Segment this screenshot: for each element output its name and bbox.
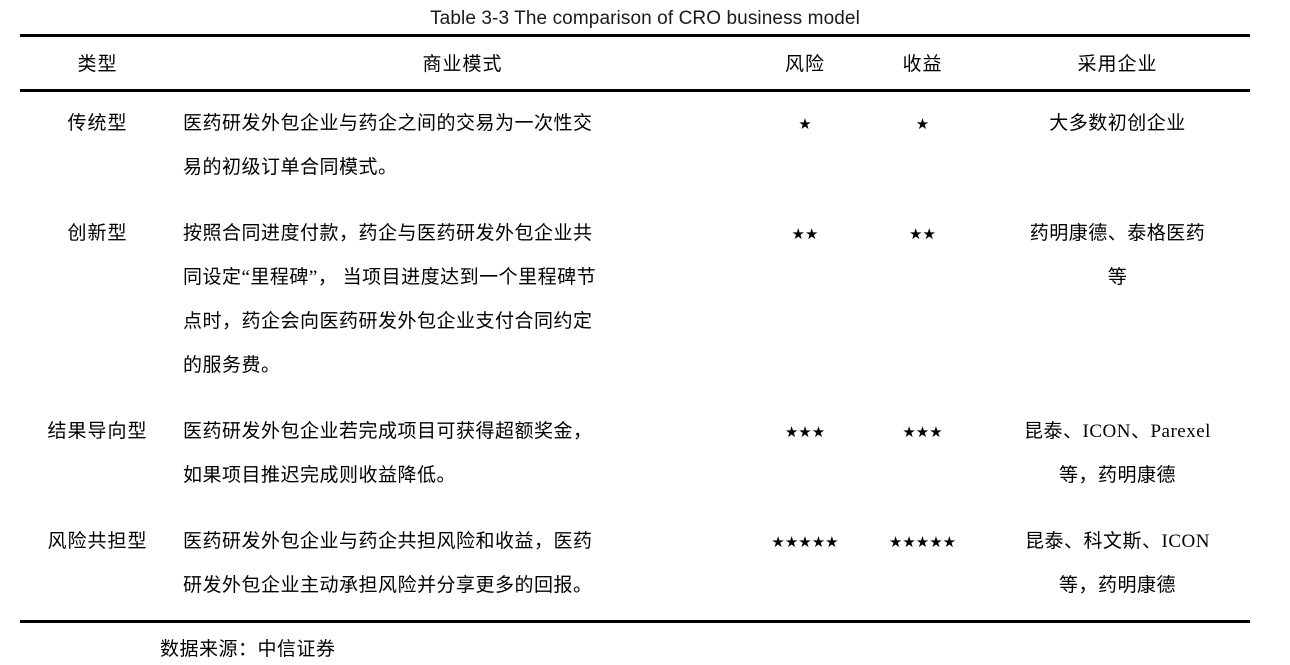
source-note: 数据来源：中信证券 bbox=[160, 639, 336, 660]
cell-firms: 大多数初创企业 bbox=[985, 91, 1250, 203]
header-row: 类型 商业模式 风险 收益 采用企业 bbox=[20, 35, 1250, 91]
cell-firms: 昆泰、科文斯、ICON 等，药明康德 bbox=[985, 510, 1250, 622]
cell-model: 医药研发外包企业与药企共担风险和收益，医药 研发外包企业主动承担风险并分享更多的… bbox=[175, 510, 750, 622]
cell-model: 按照合同进度付款，药企与医药研发外包企业共 同设定“里程碑”， 当项目进度达到一… bbox=[175, 202, 750, 400]
model-line: 点时，药企会向医药研发外包企业支付合同约定 bbox=[183, 311, 593, 332]
column-header-risk: 风险 bbox=[784, 54, 825, 75]
column-header-return: 收益 bbox=[902, 54, 943, 75]
column-header-type: 类型 bbox=[77, 54, 118, 75]
model-line: 的服务费。 bbox=[183, 355, 281, 376]
column-header-model: 商业模式 bbox=[422, 54, 503, 75]
cro-business-model-table: 类型 商业模式 风险 收益 采用企业 传统型 医药研发外包企业与药企之间的交易为… bbox=[20, 34, 1250, 623]
cell-risk-rating: ★★★★★ bbox=[771, 533, 839, 551]
table-container: 类型 商业模式 风险 收益 采用企业 传统型 医药研发外包企业与药企之间的交易为… bbox=[20, 34, 1250, 665]
cell-risk-rating: ★ bbox=[798, 115, 812, 133]
column-header-firms: 采用企业 bbox=[1077, 54, 1158, 75]
cell-risk-rating: ★★★ bbox=[784, 423, 826, 441]
cell-type: 风险共担型 bbox=[47, 531, 148, 552]
firms-line: 药明康德、泰格医药 bbox=[1029, 223, 1206, 244]
firms-line: 等，药明康德 bbox=[1058, 465, 1176, 486]
cell-model: 医药研发外包企业与药企之间的交易为一次性交 易的初级订单合同模式。 bbox=[175, 91, 750, 203]
model-line: 易的初级订单合同模式。 bbox=[183, 157, 398, 178]
table-row: 创新型 按照合同进度付款，药企与医药研发外包企业共 同设定“里程碑”， 当项目进… bbox=[20, 202, 1250, 400]
model-line: 按照合同进度付款，药企与医药研发外包企业共 bbox=[183, 223, 593, 244]
cell-type: 传统型 bbox=[67, 113, 128, 134]
table-row: 传统型 医药研发外包企业与药企之间的交易为一次性交 易的初级订单合同模式。 ★ … bbox=[20, 91, 1250, 203]
model-line: 医药研发外包企业若完成项目可获得超额奖金， bbox=[183, 421, 593, 442]
table-row: 结果导向型 医药研发外包企业若完成项目可获得超额奖金， 如果项目推迟完成则收益降… bbox=[20, 400, 1250, 510]
cell-return-rating: ★★★★★ bbox=[888, 533, 957, 551]
firms-line: 等 bbox=[1107, 267, 1128, 288]
cell-firms: 昆泰、ICON、Parexel 等，药明康德 bbox=[985, 400, 1250, 510]
firms-line: 昆泰、ICON、Parexel bbox=[1024, 421, 1211, 442]
firms-line: 昆泰、科文斯、ICON bbox=[1025, 531, 1210, 552]
cell-model: 医药研发外包企业若完成项目可获得超额奖金， 如果项目推迟完成则收益降低。 bbox=[175, 400, 750, 510]
cell-risk-rating: ★★ bbox=[791, 225, 819, 243]
model-line: 同设定“里程碑”， 当项目进度达到一个里程碑节 bbox=[183, 267, 597, 288]
table-body: 传统型 医药研发外包企业与药企之间的交易为一次性交 易的初级订单合同模式。 ★ … bbox=[20, 91, 1250, 622]
cell-type: 结果导向型 bbox=[47, 421, 148, 442]
cell-type: 创新型 bbox=[67, 223, 128, 244]
model-line: 医药研发外包企业与药企之间的交易为一次性交 bbox=[183, 113, 593, 134]
firms-line: 大多数初创企业 bbox=[1049, 113, 1186, 134]
table-header: 类型 商业模式 风险 收益 采用企业 bbox=[20, 35, 1250, 91]
table-row: 风险共担型 医药研发外包企业与药企共担风险和收益，医药 研发外包企业主动承担风险… bbox=[20, 510, 1250, 622]
table-page: Table 3-3 The comparison of CRO business… bbox=[20, 8, 1250, 660]
page-title: Table 3-3 The comparison of CRO business… bbox=[430, 8, 860, 29]
cell-firms: 药明康德、泰格医药 等 bbox=[985, 202, 1250, 400]
cell-return-rating: ★ bbox=[915, 115, 930, 133]
cell-return-rating: ★★★ bbox=[902, 423, 943, 441]
model-line: 如果项目推迟完成则收益降低。 bbox=[183, 465, 457, 486]
model-line: 医药研发外包企业与药企共担风险和收益，医药 bbox=[183, 531, 593, 552]
model-line: 研发外包企业主动承担风险并分享更多的回报。 bbox=[183, 575, 593, 596]
firms-line: 等，药明康德 bbox=[1058, 575, 1176, 596]
cell-return-rating: ★★ bbox=[909, 225, 936, 243]
